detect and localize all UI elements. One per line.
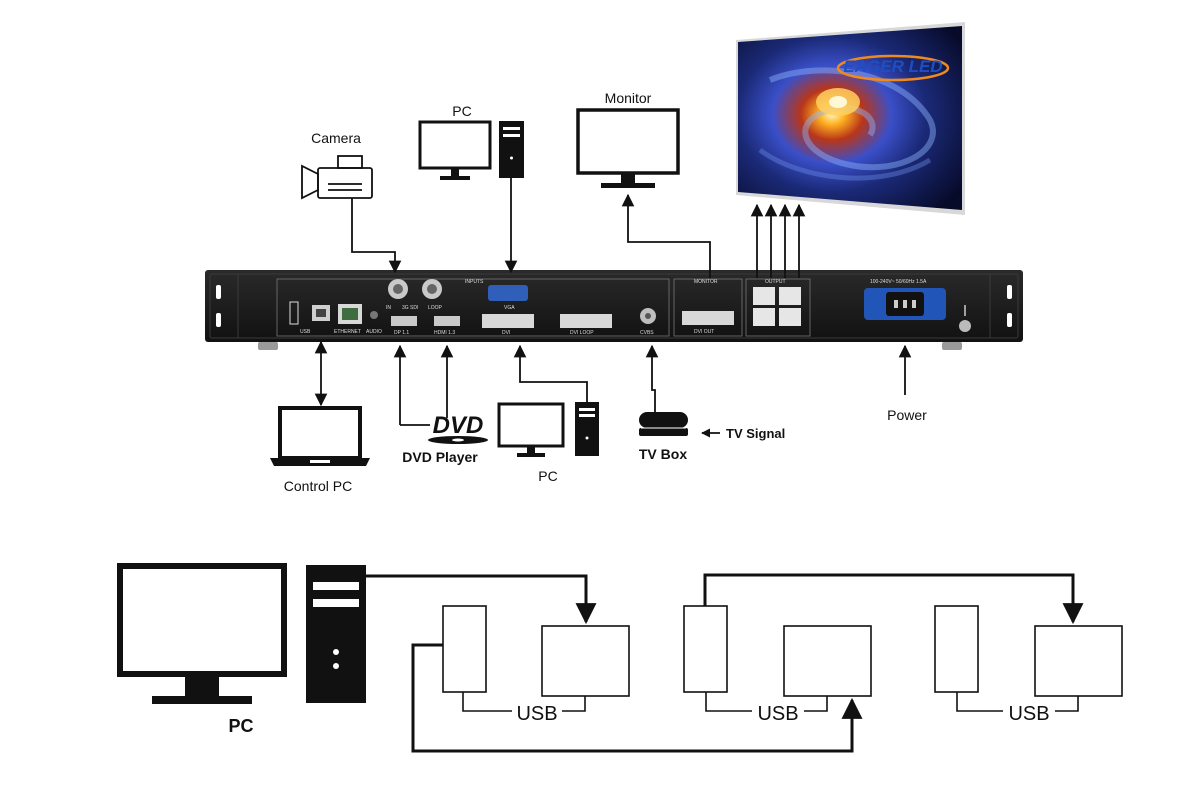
tv-signal-label: TV Signal — [726, 426, 785, 441]
camera-icon — [301, 155, 373, 200]
power-label: Power — [887, 407, 927, 423]
svg-text:HDMI 1.3: HDMI 1.3 — [434, 330, 455, 336]
camera-label: Camera — [311, 130, 361, 146]
usb-label-3: USB — [1008, 703, 1049, 725]
svg-text:MONITOR: MONITOR — [694, 279, 718, 285]
svg-text:EAGER LED: EAGER LED — [843, 57, 942, 76]
bottom-connection-lines — [314, 340, 912, 438]
lower-pc-tower-icon — [306, 565, 366, 703]
pc-bottom-monitor-icon — [497, 402, 565, 457]
lower-pc-monitor-icon — [117, 563, 287, 704]
svg-text:100-240V~ 50/60Hz 1.5A: 100-240V~ 50/60Hz 1.5A — [870, 279, 927, 285]
svg-text:USB: USB — [300, 329, 311, 335]
usb-connection-lines — [462, 692, 1079, 712]
svg-text:OUTPUT: OUTPUT — [765, 279, 786, 285]
usb-label-2: USB — [757, 703, 798, 725]
monitor-icon — [576, 108, 680, 188]
svg-text:DVD: DVD — [433, 412, 484, 439]
svg-text:LOOP: LOOP — [428, 305, 443, 311]
led-screen — [736, 22, 965, 215]
data-flow-lines — [366, 573, 1084, 753]
svg-text:3G SDI: 3G SDI — [402, 305, 418, 311]
tv-box-label: TV Box — [639, 446, 687, 462]
pc-bottom-label: PC — [538, 468, 557, 484]
pc-bottom-tower-icon — [575, 402, 599, 456]
lower-pc-label: PC — [228, 716, 253, 736]
pc-top-tower-icon — [499, 121, 524, 178]
monitor-label: Monitor — [605, 90, 652, 106]
sender-unit-3 — [934, 605, 1123, 697]
top-connection-lines — [351, 178, 806, 278]
svg-text:DVI LOOP: DVI LOOP — [570, 330, 594, 336]
pc-top-label: PC — [452, 103, 471, 119]
control-pc-label: Control PC — [284, 478, 352, 494]
svg-text:IN: IN — [386, 305, 391, 311]
svg-text:CVBS: CVBS — [640, 330, 654, 336]
tv-box-icon — [639, 412, 688, 436]
usb-label-1: USB — [516, 703, 557, 725]
dvd-logo-icon: DVD — [428, 412, 488, 444]
processor-front-panel: INPUTS MONITOR OUTPUT USB ETHERNET AUDIO… — [205, 270, 1023, 350]
sender-unit-1 — [442, 605, 630, 697]
svg-text:DP 1.1: DP 1.1 — [394, 330, 409, 336]
brand-logo: EAGER LED — [836, 54, 950, 82]
svg-text:VGA: VGA — [504, 305, 515, 311]
laptop-icon — [270, 406, 370, 466]
pc-top-monitor-icon — [418, 120, 492, 180]
sender-unit-2 — [683, 605, 872, 697]
dvd-player-label: DVD Player — [402, 449, 478, 465]
svg-text:DVI OUT: DVI OUT — [694, 329, 714, 335]
svg-text:INPUTS: INPUTS — [465, 279, 484, 285]
svg-text:AUDIO: AUDIO — [366, 329, 382, 335]
svg-text:DVI: DVI — [502, 330, 510, 336]
svg-text:ETHERNET: ETHERNET — [334, 329, 361, 335]
